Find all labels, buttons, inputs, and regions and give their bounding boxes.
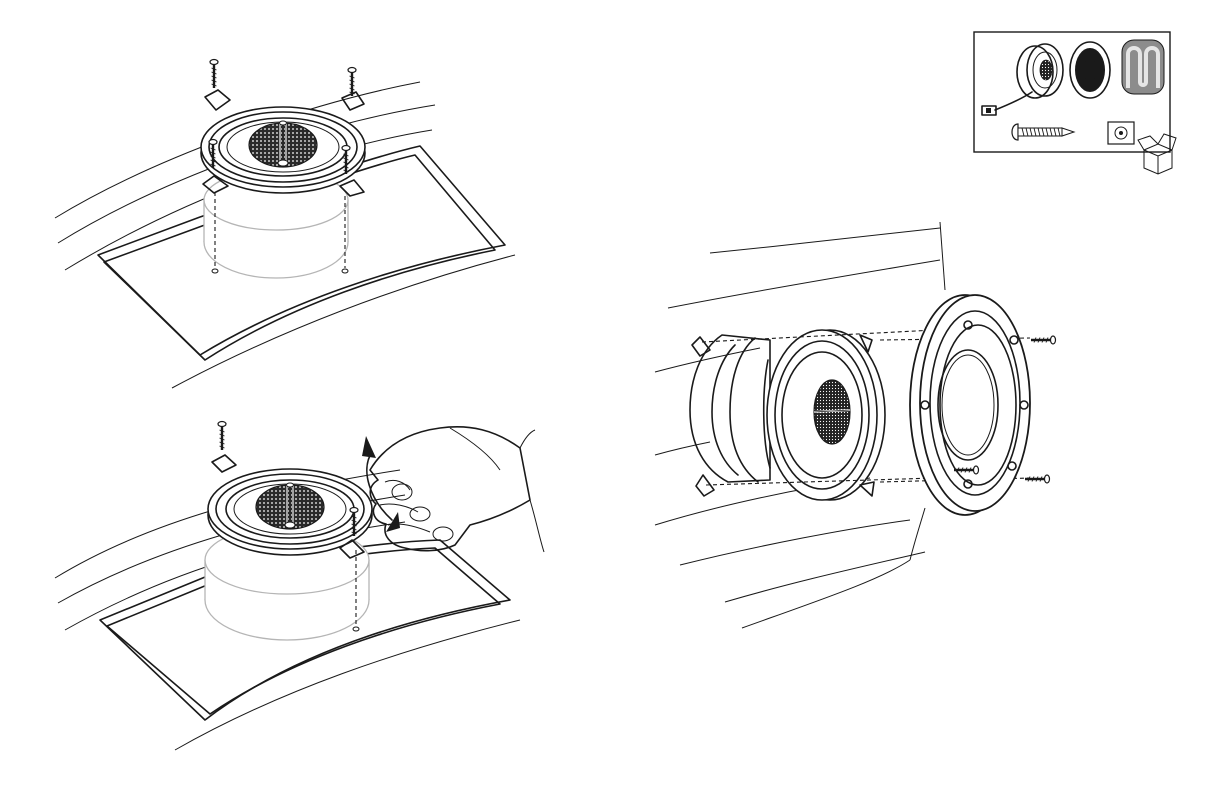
speaker-icon bbox=[208, 469, 372, 555]
speaker-basket-side bbox=[690, 335, 770, 496]
screw-icon bbox=[1031, 336, 1056, 344]
screw-icon bbox=[1025, 475, 1050, 483]
clip-icon bbox=[1108, 122, 1134, 144]
hand-illustration bbox=[370, 427, 544, 552]
grille-icon bbox=[1070, 42, 1110, 98]
speaker-icon bbox=[764, 330, 885, 500]
panel-mount-door bbox=[655, 222, 1056, 628]
grille-icon bbox=[910, 295, 1030, 515]
panel-mount-tighten bbox=[55, 422, 544, 751]
screw-icon bbox=[218, 422, 226, 451]
gasket-icon bbox=[1122, 40, 1164, 94]
panel-contents-box bbox=[974, 32, 1176, 174]
panel-mount-top bbox=[55, 60, 515, 389]
screw-icon bbox=[210, 60, 218, 89]
speaker-icon bbox=[201, 107, 365, 193]
